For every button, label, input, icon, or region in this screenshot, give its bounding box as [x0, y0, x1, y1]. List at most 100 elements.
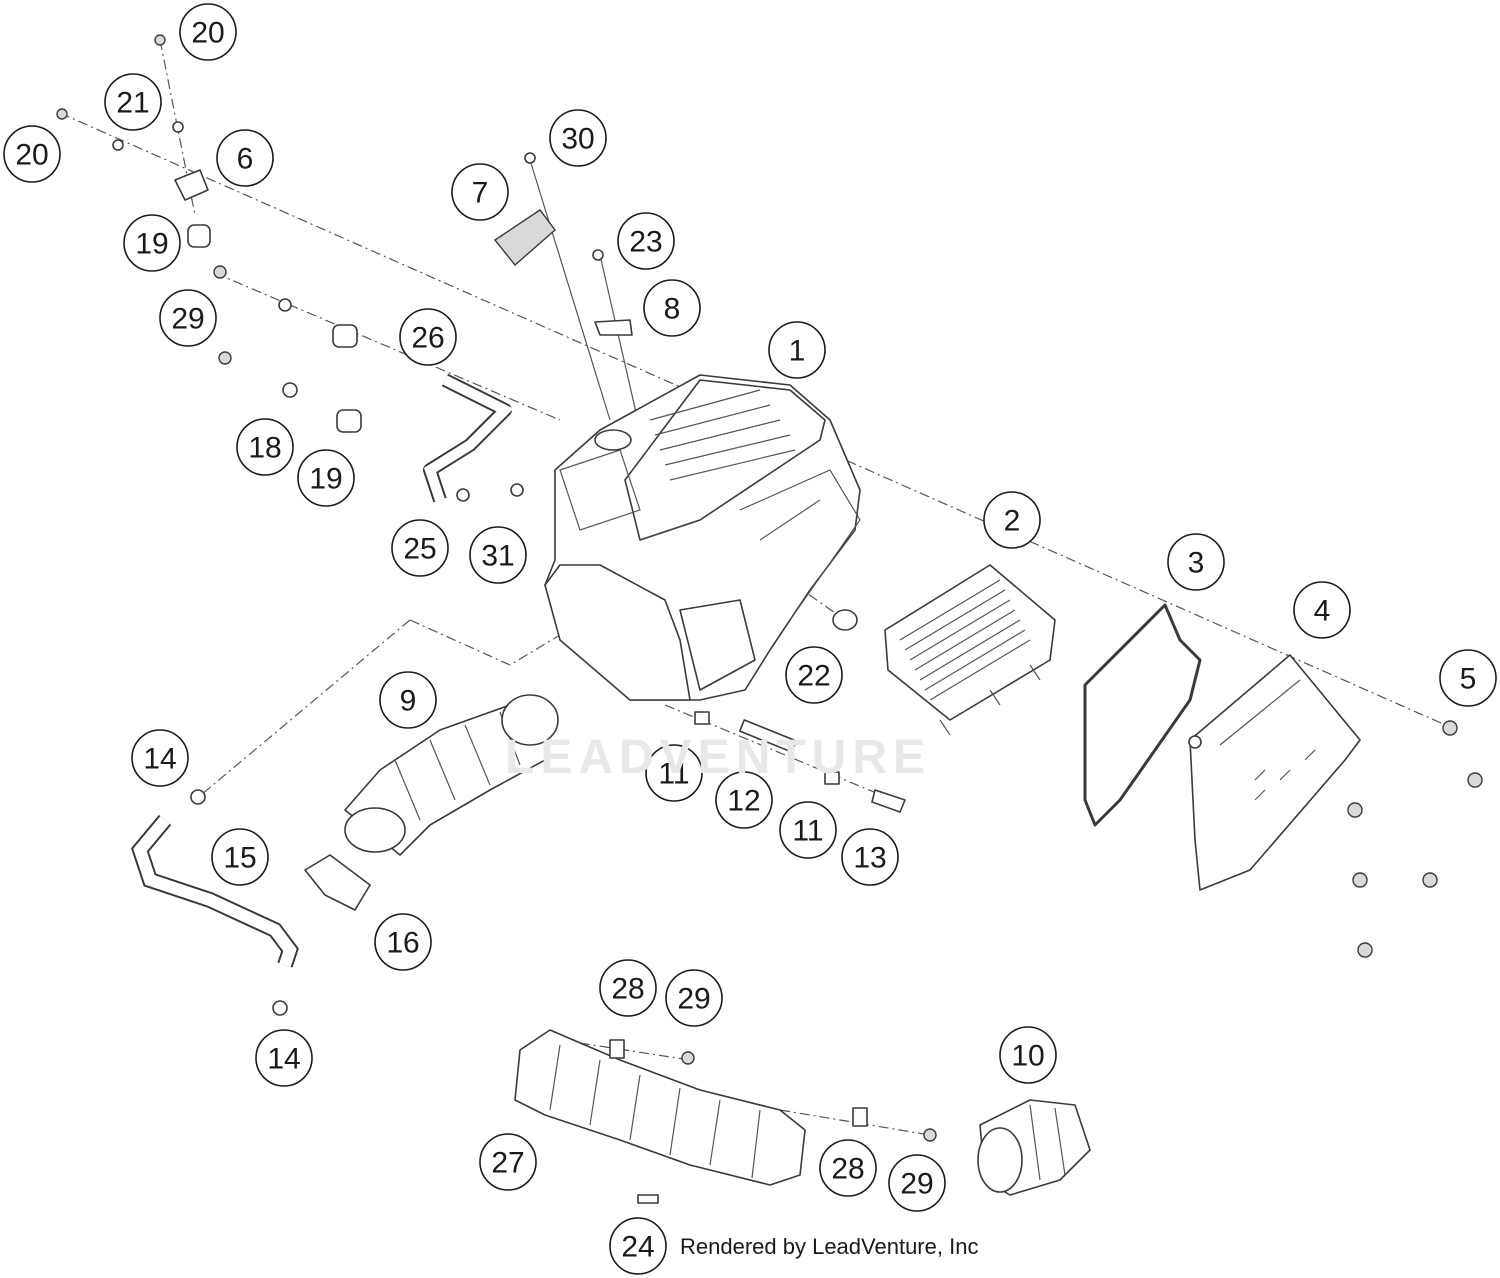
callout-11: 11 [645, 744, 703, 802]
callout-number: 19 [309, 463, 342, 496]
callout-number: 11 [658, 758, 689, 791]
callout-labels: 1234567891011111213141415161819192020212… [3, 3, 1497, 1275]
sensor-hardware [493, 152, 633, 336]
callout-3: 3 [1167, 533, 1225, 591]
callout-number: 4 [1314, 595, 1331, 628]
callout-7: 7 [451, 163, 509, 221]
callout-number: 30 [561, 123, 594, 156]
callout-number: 23 [629, 226, 662, 259]
callout-circle [617, 212, 675, 270]
callout-number: 2 [1004, 505, 1021, 538]
callout-25: 25 [391, 519, 449, 577]
callout-circle [216, 129, 274, 187]
callout-20: 20 [179, 3, 237, 61]
callout-number: 11 [792, 815, 823, 848]
inlet-duct [977, 1099, 1091, 1196]
callout-6: 6 [216, 129, 274, 187]
callout-number: 14 [267, 1043, 300, 1076]
callout-circle [399, 308, 457, 366]
drain-hose [131, 789, 299, 1016]
callout-number: 5 [1460, 663, 1477, 696]
callout-31: 31 [469, 526, 527, 584]
callout-number: 19 [135, 228, 168, 261]
callout-11: 11 [779, 801, 837, 859]
callout-circle [599, 959, 657, 1017]
callout-number: 18 [248, 432, 281, 465]
callout-30: 30 [549, 109, 607, 167]
grommet [832, 609, 858, 631]
callout-21: 21 [104, 73, 162, 131]
vent-hose [213, 265, 524, 503]
callout-5: 5 [1439, 649, 1497, 707]
callout-1: 1 [768, 321, 826, 379]
callout-22: 22 [785, 646, 843, 704]
callout-circle [374, 913, 432, 971]
intake-boot [344, 694, 559, 856]
callout-number: 29 [677, 983, 710, 1016]
callout-circle [1293, 581, 1351, 639]
watermark-text: LEADVENTURE [505, 731, 932, 784]
callout-circle [123, 214, 181, 272]
callout-24: 24 [609, 1217, 667, 1275]
callout-circle [983, 491, 1041, 549]
callout-circle [1439, 649, 1497, 707]
callout-number: 9 [400, 685, 417, 718]
callout-23: 23 [617, 212, 675, 270]
callout-circle [609, 1217, 667, 1275]
callout-number: 25 [403, 533, 436, 566]
callout-20: 20 [3, 125, 61, 183]
airbox-housing [544, 374, 861, 701]
callout-circle [131, 729, 189, 787]
callout-number: 16 [386, 927, 419, 960]
callout-circle [3, 125, 61, 183]
callout-number: 13 [853, 842, 886, 875]
callout-circle [236, 418, 294, 476]
callout-number: 22 [797, 660, 830, 693]
intake-snorkel [514, 1029, 937, 1204]
callout-27: 27 [479, 1133, 537, 1191]
airbox-cover [1188, 654, 1361, 891]
callout-number: 28 [611, 973, 644, 1006]
callout-circle [159, 289, 217, 347]
callout-29: 29 [888, 1154, 946, 1212]
callout-number: 27 [491, 1147, 524, 1180]
callout-29: 29 [665, 969, 723, 1027]
callout-9: 9 [379, 671, 437, 729]
callout-19: 19 [123, 214, 181, 272]
callout-13: 13 [841, 828, 899, 886]
callout-circle [819, 1139, 877, 1197]
drain-hardware [694, 711, 906, 813]
callout-circle [999, 1026, 1057, 1084]
callout-number: 3 [1188, 547, 1205, 580]
callout-12: 12 [715, 771, 773, 829]
callout-16: 16 [374, 913, 432, 971]
callout-number: 8 [664, 293, 681, 326]
callout-number: 26 [411, 322, 444, 355]
callout-15: 15 [211, 828, 269, 886]
callout-circle [715, 771, 773, 829]
callout-number: 15 [223, 842, 256, 875]
top-left-hardware [56, 34, 211, 248]
callout-number: 24 [621, 1231, 654, 1264]
callout-circle [888, 1154, 946, 1212]
callout-8: 8 [643, 279, 701, 337]
callout-circle [479, 1133, 537, 1191]
callout-number: 28 [831, 1153, 864, 1186]
callout-14: 14 [131, 729, 189, 787]
callout-circle [1167, 533, 1225, 591]
callout-circle [469, 526, 527, 584]
callout-circle [665, 969, 723, 1027]
callout-circle [785, 646, 843, 704]
callout-29: 29 [159, 289, 217, 347]
callout-18: 18 [236, 418, 294, 476]
callout-circle [104, 73, 162, 131]
callout-number: 29 [900, 1168, 933, 1201]
callout-circle [451, 163, 509, 221]
callout-number: 14 [143, 743, 176, 776]
callout-circle [379, 671, 437, 729]
callout-26: 26 [399, 308, 457, 366]
callout-circle [768, 321, 826, 379]
render-credit: Rendered by LeadVenture, Inc [680, 1234, 979, 1259]
callout-circle [391, 519, 449, 577]
callout-circle [841, 828, 899, 886]
